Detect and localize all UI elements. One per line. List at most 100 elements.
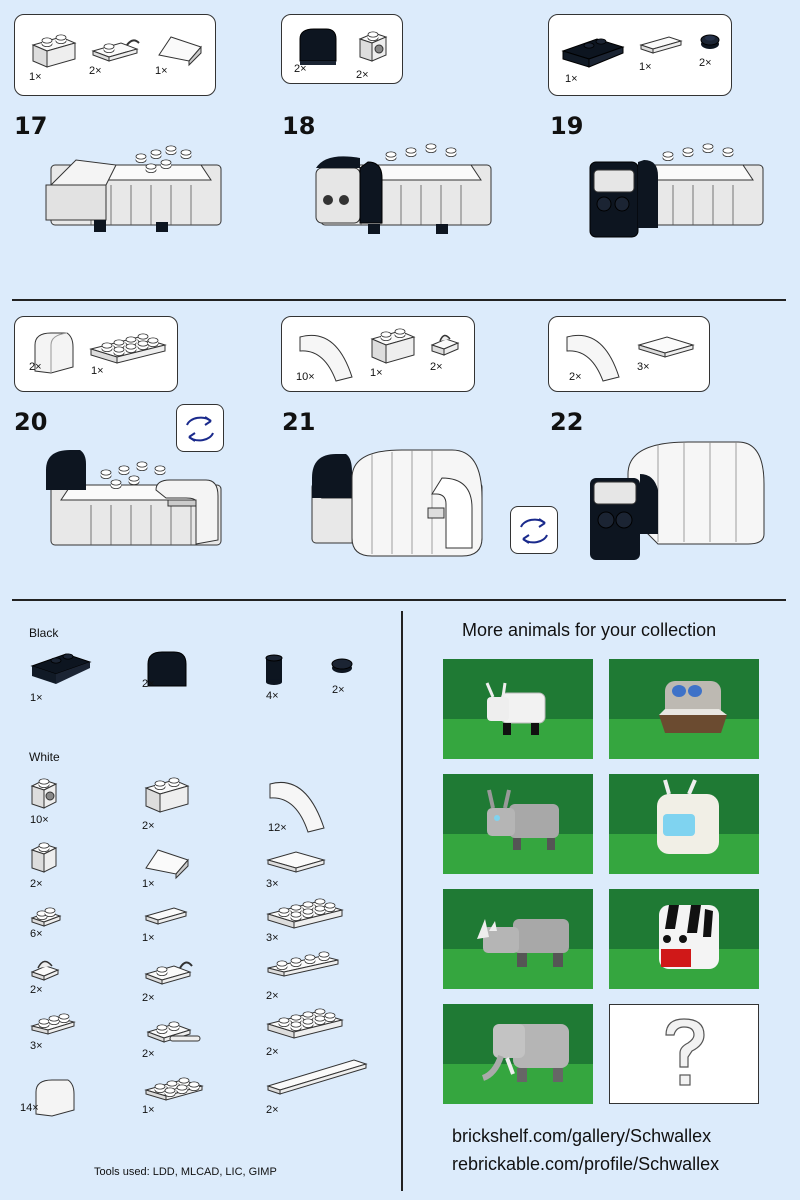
plate-clip-icon: [430, 334, 460, 356]
part-qty: 2×: [30, 984, 43, 996]
curved-slope-icon: [34, 332, 74, 374]
brick-1x2-icon: [370, 328, 416, 364]
step-number: 22: [550, 408, 584, 436]
part-qty: 4×: [266, 690, 279, 702]
part-qty: 2×: [266, 1046, 279, 1058]
step-20-model-icon: [46, 450, 222, 546]
arch-curve-icon: [566, 334, 620, 382]
part-qty: 1×: [639, 61, 652, 73]
rotate-model-button[interactable]: [510, 506, 558, 554]
arch-curve-icon: [269, 782, 325, 833]
white-parts-heading: White: [29, 750, 60, 764]
section-divider: [12, 299, 786, 301]
black-inverted-slope-icon: [30, 653, 92, 684]
black-parts-heading: Black: [29, 626, 59, 640]
plate-2x4-icon: [266, 898, 344, 929]
part-qty: 10×: [296, 371, 315, 383]
part-qty: 2×: [569, 371, 582, 383]
black-round-brick-icon: [265, 654, 283, 685]
part-qty: 1×: [30, 692, 43, 704]
part-qty: 2×: [699, 57, 712, 69]
plate-1x3-icon: [30, 1013, 76, 1035]
step-22-parts-box: 2× 3×: [548, 316, 710, 392]
part-qty: 2×: [30, 878, 43, 890]
step-number: 21: [282, 408, 316, 436]
question-mark-icon[interactable]: [609, 1004, 759, 1104]
brickshelf-link[interactable]: brickshelf.com/gallery/Schwallex: [452, 1126, 712, 1146]
step-22-model-icon: [590, 441, 765, 560]
black-round-plate-icon: [331, 658, 353, 673]
part-qty: 1×: [565, 73, 578, 85]
part-qty: 1×: [370, 367, 383, 379]
rebrickable-link[interactable]: rebrickable.com/profile/Schwallex: [452, 1154, 720, 1174]
part-qty: 10×: [30, 814, 49, 826]
tools-used-note: Tools used: LDD, MLCAD, LIC, GIMP: [94, 1166, 277, 1178]
yeti-photo-icon[interactable]: [609, 774, 759, 874]
black-round-plate-icon: [700, 34, 720, 49]
part-qty: 1×: [29, 71, 42, 83]
rhino-photo-icon[interactable]: [443, 889, 593, 989]
step-number: 17: [14, 112, 48, 140]
step-number: 18: [282, 112, 316, 140]
hippo-photo-icon[interactable]: [609, 659, 759, 759]
rotate-arrows-icon: [186, 416, 214, 442]
part-qty: 2×: [142, 678, 155, 690]
part-qty: 2×: [332, 684, 345, 696]
part-qty: 1×: [142, 932, 155, 944]
curved-slope-icon: [35, 1079, 75, 1117]
step-21-model-icon: [311, 449, 483, 557]
brick-1x2-icon: [31, 34, 77, 68]
step-number: 19: [550, 112, 584, 140]
part-qty: 1×: [142, 1104, 155, 1116]
part-qty: 3×: [637, 361, 650, 373]
rotate-arrows-icon: [520, 518, 548, 544]
step-19-parts-box: 1× 1× 2×: [548, 14, 732, 96]
part-qty: 14×: [20, 1102, 39, 1114]
tile-2x2-icon: [266, 851, 326, 873]
part-qty: 3×: [266, 932, 279, 944]
part-qty: 2×: [266, 990, 279, 1002]
part-qty: 2×: [356, 69, 369, 81]
tile-1x8-icon: [266, 1059, 368, 1095]
part-qty: 2×: [142, 1048, 155, 1060]
step-17-parts-box: 1× 2× 1×: [14, 14, 216, 96]
part-qty: 2×: [142, 992, 155, 1004]
step-number: 20: [14, 408, 48, 436]
arch-curve-icon: [299, 334, 353, 382]
plate-bar-icon: [146, 1021, 201, 1043]
part-qty: 1×: [142, 878, 155, 890]
plate-clip-icon: [144, 961, 193, 985]
step-19-model-icon: [589, 143, 764, 238]
tile-1x2-icon: [639, 36, 683, 54]
black-inverted-slope-icon: [561, 38, 625, 68]
part-qty: 12×: [268, 822, 287, 834]
elephant-photo-icon[interactable]: [443, 1004, 593, 1104]
slope-icon: [158, 36, 202, 67]
part-qty: 6×: [30, 928, 43, 940]
tile-2x2-icon: [637, 336, 695, 358]
goat-photo-icon[interactable]: [443, 659, 593, 759]
more-animals-title: More animals for your collection: [462, 620, 717, 640]
part-qty: 2×: [29, 361, 42, 373]
step-20-parts-box: 2× 1×: [14, 316, 178, 392]
brick-side-stud-icon: [358, 31, 388, 62]
plate-1x2-icon: [30, 907, 62, 927]
brick-side-stud-icon: [30, 778, 58, 809]
tile-1x2-icon: [144, 907, 188, 925]
plate-2x4-icon: [266, 1008, 344, 1039]
plate-2x4-icon: [89, 333, 167, 364]
step-18-parts-box: 2× 2×: [281, 14, 403, 84]
part-qty: 2×: [89, 65, 102, 77]
part-qty: 3×: [266, 878, 279, 890]
step-21-parts-box: 10× 1× 2×: [281, 316, 475, 392]
cow-photo-icon[interactable]: [609, 889, 759, 989]
donkey-photo-icon[interactable]: [443, 774, 593, 874]
plate-1x4-icon: [267, 951, 339, 977]
part-qty: 2×: [294, 63, 307, 75]
brick-1x1-icon: [30, 842, 58, 873]
brick-1x2-icon: [144, 777, 190, 813]
part-qty: 2×: [266, 1104, 279, 1116]
rotate-model-button[interactable]: [176, 404, 224, 452]
black-curved-slope-icon: [147, 651, 187, 687]
step-17-model-icon: [45, 145, 222, 232]
